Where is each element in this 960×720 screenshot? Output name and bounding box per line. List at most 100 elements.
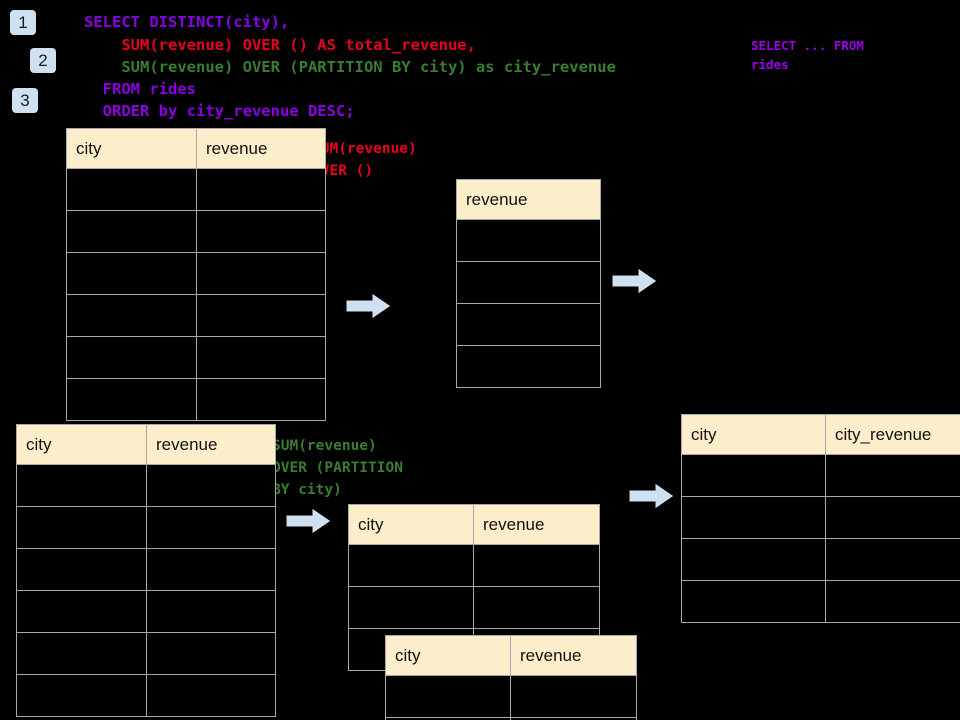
- table-cell: [348, 544, 474, 587]
- table-total-revenue: revenue: [456, 179, 601, 388]
- table-cell: [66, 378, 197, 421]
- table-cell: [196, 210, 326, 253]
- table-cell: [473, 544, 600, 587]
- table-cell: [146, 548, 276, 591]
- table-cell: [681, 538, 826, 581]
- annotation-sum-over-partition: SUM(revenue) OVER (PARTITION BY city): [272, 438, 403, 498]
- table-cell: [385, 675, 511, 718]
- table-cell: [681, 580, 826, 623]
- table-header-row: city city_revenue: [681, 414, 960, 455]
- step-badge-1: 1: [10, 10, 36, 35]
- table-body: [16, 464, 276, 717]
- table-cell: [348, 586, 474, 629]
- table-row: [348, 586, 600, 629]
- side-note-select-from-rides: SELECT ... FROM rides: [751, 38, 864, 72]
- table-cell: [196, 168, 326, 211]
- table-header-row: city revenue: [16, 424, 276, 465]
- table-cell: [16, 506, 147, 549]
- table-row: [681, 580, 960, 623]
- table-row: [681, 538, 960, 581]
- table-body: [385, 675, 637, 720]
- table-body: [681, 454, 960, 623]
- table-cell: [146, 464, 276, 507]
- column-header-city: city: [385, 635, 511, 676]
- sql-line-from-rides: FROM rides: [84, 80, 196, 98]
- column-header-revenue: revenue: [456, 179, 601, 220]
- table-cell: [16, 548, 147, 591]
- table-cell: [16, 464, 147, 507]
- table-cell: [510, 675, 637, 718]
- step-badge-2: 2: [30, 48, 56, 73]
- table-row: [456, 219, 601, 262]
- table-row: [456, 345, 601, 388]
- table-body: [66, 168, 326, 421]
- table-cell: [146, 632, 276, 675]
- table-cell: [473, 586, 600, 629]
- table-cell: [66, 252, 197, 295]
- arrow-partition-to-result: [629, 481, 675, 511]
- table-cell: [66, 294, 197, 337]
- table-cell: [196, 378, 326, 421]
- table-row: [66, 336, 326, 379]
- table-cell: [16, 632, 147, 675]
- table-cell: [825, 496, 960, 539]
- table-cell: [681, 496, 826, 539]
- table-cell: [825, 538, 960, 581]
- table-row: [16, 506, 276, 549]
- table-cell: [510, 717, 637, 720]
- table-partition-front: city revenue: [385, 635, 637, 720]
- table-cell: [16, 590, 147, 633]
- table-cell: [825, 454, 960, 497]
- column-header-city: city: [681, 414, 826, 455]
- table-cell: [456, 345, 601, 388]
- column-header-city: city: [348, 504, 474, 545]
- table-cell: [196, 252, 326, 295]
- table-row: [16, 632, 276, 675]
- column-header-revenue: revenue: [146, 424, 276, 465]
- table-header-row: city revenue: [66, 128, 326, 169]
- table-cell: [146, 590, 276, 633]
- column-header-revenue: revenue: [510, 635, 637, 676]
- column-header-city: city: [66, 128, 197, 169]
- table-row: [348, 544, 600, 587]
- arrow-rides-to-partition: [286, 506, 332, 536]
- arrow-total-revenue-to-result: [612, 266, 658, 296]
- table-result: city city_revenue: [681, 414, 960, 623]
- arrow-rides-to-total-revenue: [346, 291, 392, 321]
- table-row: [66, 294, 326, 337]
- table-cell: [66, 210, 197, 253]
- column-header-city-revenue: city_revenue: [825, 414, 960, 455]
- table-header-row: city revenue: [348, 504, 600, 545]
- table-cell: [681, 454, 826, 497]
- table-row: [16, 590, 276, 633]
- table-cell: [146, 674, 276, 717]
- sql-line-order-by: ORDER by city_revenue DESC;: [84, 102, 355, 120]
- table-row: [681, 454, 960, 497]
- sql-line-total-revenue: SUM(revenue) OVER () AS total_revenue,: [84, 36, 476, 54]
- table-row: [456, 303, 601, 346]
- table-cell: [456, 303, 601, 346]
- table-header-row: city revenue: [385, 635, 637, 676]
- table-row: [385, 675, 637, 718]
- column-header-city: city: [16, 424, 147, 465]
- table-row: [385, 717, 637, 720]
- table-row: [66, 252, 326, 295]
- table-row: [456, 261, 601, 304]
- sql-line-select-distinct: SELECT DISTINCT(city),: [84, 13, 290, 31]
- table-cell: [456, 219, 601, 262]
- table-row: [681, 496, 960, 539]
- table-body: [456, 219, 601, 388]
- table-cell: [196, 294, 326, 337]
- sql-line-city-revenue: SUM(revenue) OVER (PARTITION BY city) as…: [84, 58, 616, 76]
- table-cell: [66, 168, 197, 211]
- table-header-row: revenue: [456, 179, 601, 220]
- annotation-sum-over-empty: SUM(revenue) OVER (): [312, 141, 417, 179]
- table-cell: [16, 674, 147, 717]
- table-row: [66, 378, 326, 421]
- table-cell: [456, 261, 601, 304]
- column-header-revenue: revenue: [473, 504, 600, 545]
- table-row: [16, 548, 276, 591]
- table-cell: [146, 506, 276, 549]
- step-badge-3: 3: [12, 88, 38, 113]
- column-header-revenue: revenue: [196, 128, 326, 169]
